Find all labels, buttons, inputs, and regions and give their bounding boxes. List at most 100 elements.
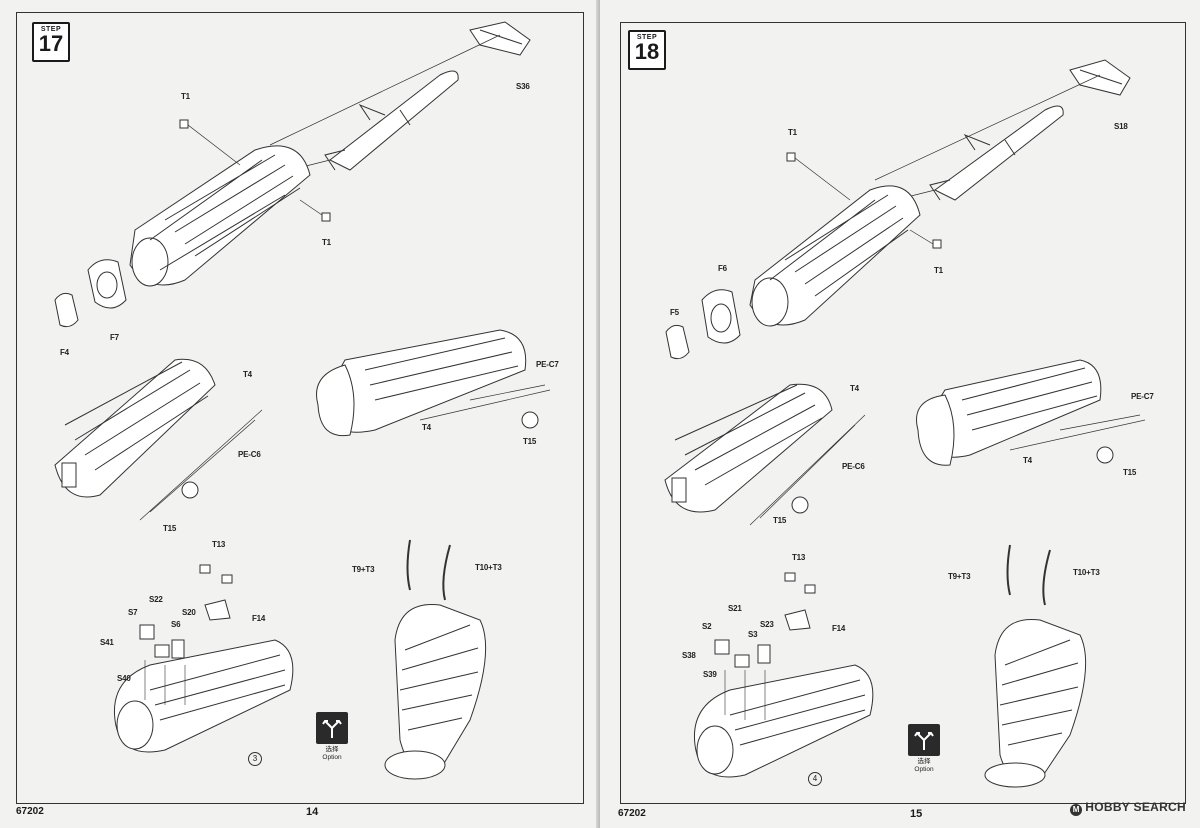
option-caption-zh: 选择: [917, 758, 931, 765]
part-t1: [786, 152, 796, 162]
part-label-s21: S21: [728, 604, 742, 613]
product-code: 67202: [618, 808, 646, 819]
part-label-t4: T4: [1023, 456, 1032, 465]
vertical-hull-part: [384, 603, 487, 780]
option-caption-en: Option: [322, 754, 342, 761]
part-label-t10-t3: T10+T3: [1073, 568, 1100, 577]
part-label-s40: S40: [117, 674, 131, 683]
part-label-pe-c7: PE-C7: [1131, 392, 1154, 401]
vertical-hull-part: [984, 618, 1087, 788]
part-label-s7: S7: [128, 608, 138, 617]
assembly-drawing-step-17: [54, 21, 551, 780]
hull-section-part: [916, 359, 1102, 466]
part-label-t1: T1: [788, 128, 797, 137]
missile-part: [324, 70, 459, 171]
part-label-t4: T4: [850, 384, 859, 393]
option-icon: [316, 712, 348, 744]
part-label-s23: S23: [760, 620, 774, 629]
hull-section-part: [693, 664, 874, 778]
part-label-s6: S6: [171, 620, 181, 629]
watermark-text: HOBBY SEARCH: [1085, 800, 1186, 814]
part-label-t10-t3: T10+T3: [475, 563, 502, 572]
page-number: 14: [306, 806, 319, 818]
part-label-t9-t3: T9+T3: [948, 572, 971, 581]
hatch-f4: [54, 292, 79, 328]
part-label-t4: T4: [422, 423, 431, 432]
part-label-t13: T13: [212, 540, 226, 549]
option-caption-en: Option: [914, 766, 934, 773]
part-label-s36: S36: [516, 82, 530, 91]
variant-callout: 3: [248, 752, 262, 766]
part-label-pe-c6: PE-C6: [842, 462, 865, 471]
part-label-s3: S3: [748, 630, 758, 639]
part-t1: [321, 212, 331, 222]
part-label-s18: S18: [1114, 122, 1128, 131]
part-label-t13: T13: [792, 553, 806, 562]
part-label-f5: F5: [670, 308, 679, 317]
part-label-s22: S22: [149, 595, 163, 604]
guide-line: [269, 34, 501, 171]
hull-section-part: [129, 145, 311, 287]
bulkhead-f7: [87, 259, 127, 309]
part-t15: [791, 496, 809, 514]
part-label-t15: T15: [1123, 468, 1137, 477]
part-label-t9-t3: T9+T3: [352, 565, 375, 574]
instruction-page-left: STEP 17: [0, 0, 598, 828]
page-frame: [16, 12, 584, 804]
part-label-s39: S39: [703, 670, 717, 679]
part-label-s41: S41: [100, 638, 114, 647]
part-t1: [179, 119, 189, 129]
part-label-f6: F6: [718, 264, 727, 273]
part-t15: [1096, 446, 1114, 464]
part-label-t1: T1: [322, 238, 331, 247]
hull-section-part: [113, 639, 294, 753]
nose-cone-part: [1069, 59, 1131, 96]
part-label-s20: S20: [182, 608, 196, 617]
part-label-t15: T15: [773, 516, 787, 525]
part-label-t1: T1: [181, 92, 190, 101]
missile-part: [929, 105, 1064, 201]
part-label-f14: F14: [252, 614, 266, 623]
hatch-f5: [665, 324, 690, 360]
part-label-s2: S2: [702, 622, 712, 631]
part-label-f4: F4: [60, 348, 69, 357]
page-number: 15: [910, 808, 923, 820]
part-t15: [521, 411, 539, 429]
assembly-drawing-step-18: [664, 59, 1146, 788]
part-label-pe-c7: PE-C7: [536, 360, 559, 369]
bulkhead-f6: [701, 289, 741, 344]
hull-section-part: [664, 383, 833, 513]
product-code: 67202: [16, 806, 44, 817]
part-label-t15: T15: [523, 437, 537, 446]
step-number: 18: [634, 39, 660, 64]
step-label: STEP: [40, 26, 62, 33]
part-label-t1: T1: [934, 266, 943, 275]
part-label-f7: F7: [110, 333, 119, 342]
nose-cone-part: [469, 21, 531, 56]
part-label-f14: F14: [832, 624, 846, 633]
hull-section-part: [54, 358, 216, 498]
part-label-pe-c6: PE-C6: [238, 450, 261, 459]
split-arrow-icon: [914, 732, 934, 750]
hull-section-part: [316, 329, 527, 437]
instruction-page-right: STEP 18: [600, 0, 1200, 828]
part-t15: [181, 481, 199, 499]
page-frame: [620, 22, 1186, 804]
option-icon: [908, 724, 940, 756]
hull-section-part: [749, 185, 921, 327]
small-parts-cluster: [714, 572, 816, 668]
variant-callout: 4: [808, 772, 822, 786]
watermark-logo-icon: M: [1070, 804, 1083, 816]
option-caption-zh: 选择: [325, 746, 339, 753]
step-badge: STEP 18: [628, 30, 666, 70]
step-label: STEP: [636, 34, 658, 41]
small-parts-cluster: [139, 564, 233, 659]
part-t1: [932, 239, 942, 249]
part-label-s38: S38: [682, 651, 696, 660]
part-label-t4: T4: [243, 370, 252, 379]
step-badge: STEP 17: [32, 22, 70, 62]
split-arrow-icon: [322, 720, 342, 738]
part-label-t15: T15: [163, 524, 177, 533]
